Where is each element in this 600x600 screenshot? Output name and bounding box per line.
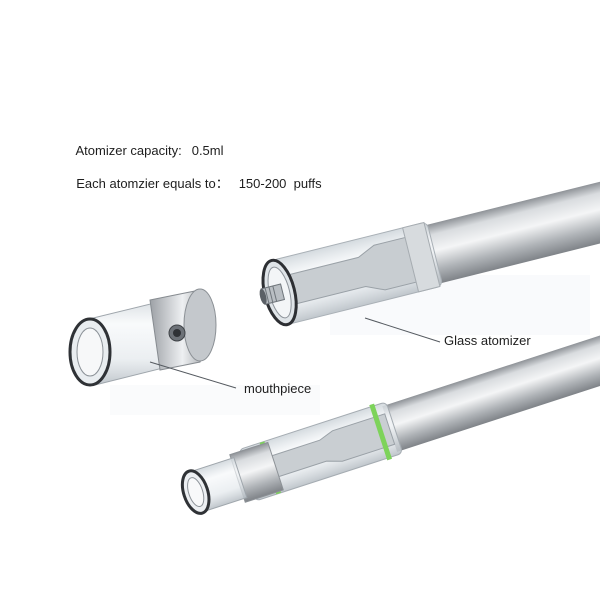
- puffs-spec: Each atomzier equals to： 150-200 puffs: [69, 158, 322, 192]
- mouthpiece-label: mouthpiece: [244, 381, 312, 396]
- glass-atomizer-label: Glass atomizer: [444, 333, 531, 348]
- puffs-value: 150-200 puffs: [238, 176, 322, 191]
- upper-pen: [259, 167, 600, 327]
- mouthpiece-leader: [149, 361, 237, 389]
- lower-center-post: [252, 413, 396, 484]
- capacity-label: Atomizer capacity:: [75, 143, 182, 158]
- upper-battery-body: [422, 167, 600, 285]
- lower-pen: [180, 319, 600, 515]
- capacity-value: 0.5ml: [191, 143, 224, 158]
- capacity-spec: Atomizer capacity: 0.5ml: [69, 128, 224, 158]
- lower-seal-ring-right: [369, 403, 392, 461]
- lower-battery-body: [382, 319, 600, 452]
- background-reflections: [110, 275, 590, 415]
- puffs-label: Each atomzier equals to：: [76, 176, 229, 191]
- glass-atomizer-leader: [364, 317, 441, 343]
- mouthpiece: [68, 288, 217, 387]
- upper-base-ring: [402, 221, 441, 293]
